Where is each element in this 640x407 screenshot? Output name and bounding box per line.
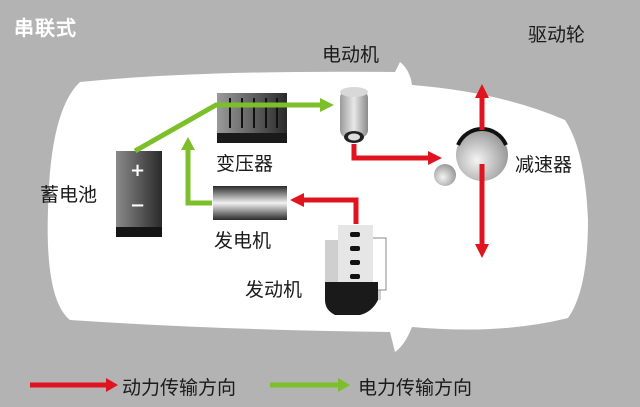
transformer-icon bbox=[217, 93, 287, 143]
label-reducer: 减速器 bbox=[515, 154, 573, 176]
battery-icon bbox=[116, 151, 162, 237]
legend-power-arrowhead bbox=[106, 378, 118, 392]
diagram-title: 串联式 bbox=[14, 16, 77, 40]
reducer-icon bbox=[434, 127, 508, 186]
power-flow-arrows bbox=[302, 96, 485, 246]
legend-electric-arrowhead bbox=[338, 378, 350, 392]
arrowhead-wheel-rear bbox=[475, 244, 489, 258]
label-transformer: 变压器 bbox=[216, 153, 274, 175]
arrowhead-transformer bbox=[181, 137, 195, 150]
legend-electric-label: 电力传输方向 bbox=[358, 377, 473, 399]
arrowhead-motor bbox=[320, 98, 334, 112]
battery-minus-symbol: − bbox=[130, 195, 146, 216]
arrowhead-reducer bbox=[428, 151, 442, 165]
label-generator: 发电机 bbox=[214, 230, 272, 252]
legend-power-label: 动力传输方向 bbox=[122, 377, 237, 399]
arrowhead-generator bbox=[290, 193, 304, 207]
arrow-generator-to-transformer bbox=[185, 148, 212, 206]
generator-icon bbox=[213, 186, 287, 220]
label-drive-wheel: 驱动轮 bbox=[528, 24, 586, 46]
electric-flow-arrows bbox=[133, 102, 322, 206]
arrowhead-wheel-front bbox=[475, 84, 489, 98]
engine-icon bbox=[325, 225, 387, 315]
arrow-motor-to-reducer bbox=[351, 144, 432, 161]
label-battery: 蓄电池 bbox=[40, 184, 98, 206]
arrow-battery-to-motor bbox=[133, 102, 322, 154]
arrow-engine-to-generator bbox=[302, 197, 359, 224]
label-engine: 发动机 bbox=[245, 279, 303, 301]
motor-icon bbox=[340, 87, 368, 143]
label-motor: 电动机 bbox=[322, 44, 380, 66]
battery-plus-symbol: + bbox=[130, 160, 146, 181]
car-body bbox=[47, 62, 588, 352]
